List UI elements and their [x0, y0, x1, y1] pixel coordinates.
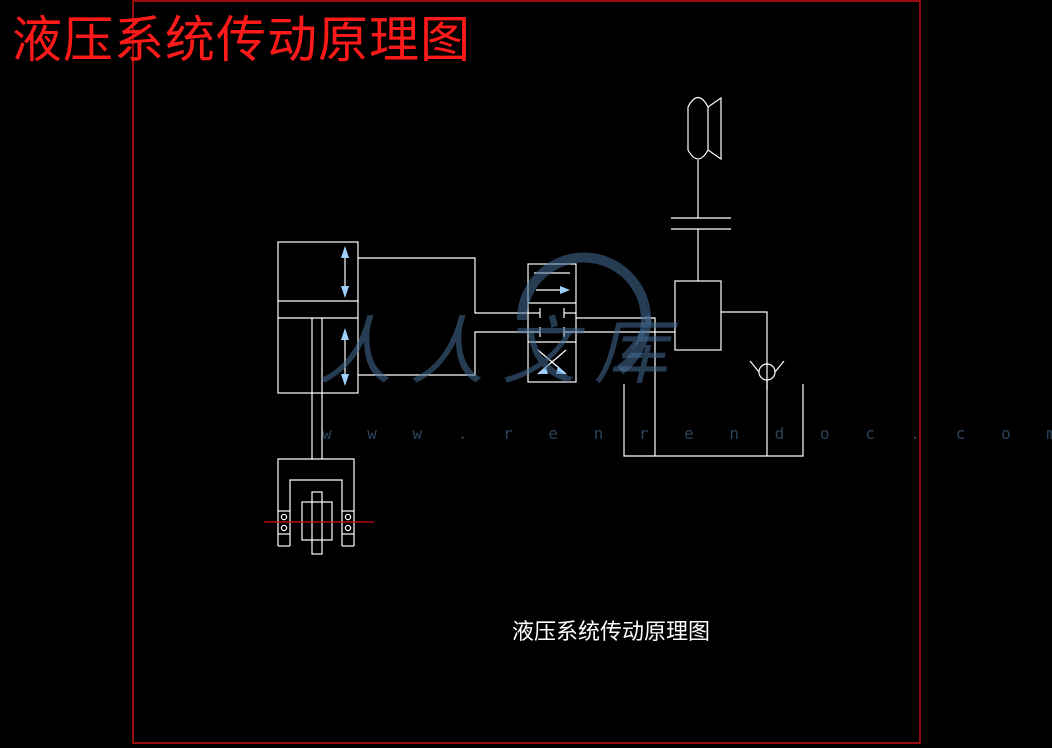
clamp-fixture — [277, 458, 355, 555]
check-valve — [749, 360, 785, 390]
valve-flow-arrows — [538, 286, 570, 374]
drawing-frame — [132, 0, 921, 744]
drawing-caption: 液压系统传动原理图 — [512, 620, 711, 645]
hydraulic-pump — [674, 229, 722, 351]
hydraulic-cylinder — [277, 241, 359, 394]
shaft-coupling — [671, 160, 731, 230]
cylinder-motion-arrow-lower — [341, 328, 349, 386]
watermark-logo — [516, 252, 651, 375]
cylinder-motion-arrow-upper — [341, 246, 349, 298]
watermark-url: w w w . r e n r e n d o c . c o m — [322, 424, 1052, 443]
piston-rod — [311, 393, 323, 459]
watermark-text: 人人文库 — [318, 309, 686, 395]
electric-motor — [687, 96, 722, 161]
page-title: 液压系统传动原理图 — [12, 11, 471, 69]
pipelines — [358, 257, 804, 457]
